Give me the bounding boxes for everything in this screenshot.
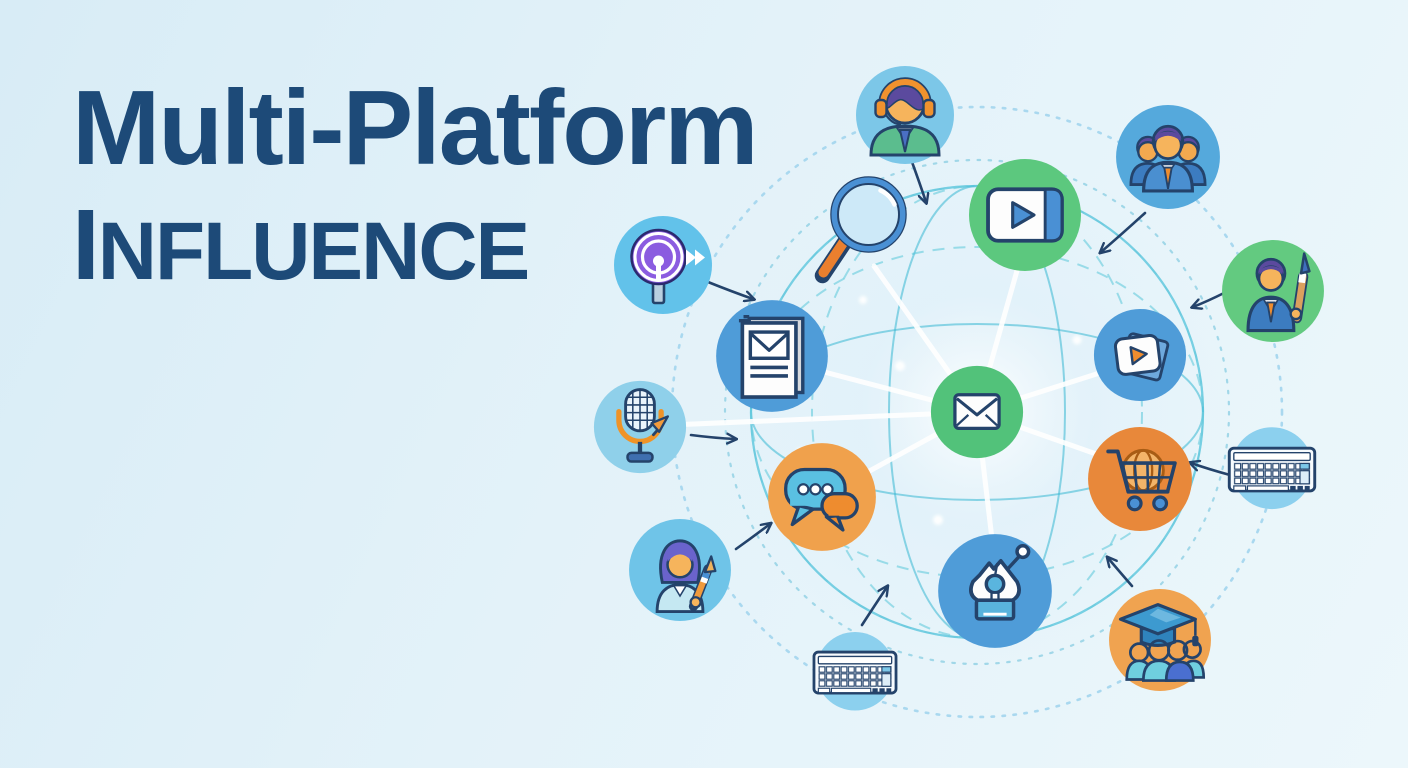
node-video-stack — [1093, 308, 1187, 402]
podcast-icon — [614, 216, 712, 314]
title-line-2: Influence — [72, 189, 530, 301]
node-podcast — [613, 215, 713, 315]
node-audience-group — [1115, 104, 1221, 210]
audience-group-icon — [1116, 105, 1220, 209]
node-magnifier — [805, 170, 920, 295]
arrow-mic-right — [689, 435, 735, 439]
arrow-keyboard-up — [860, 587, 887, 627]
headset-person-icon — [856, 66, 954, 164]
node-pen-tool — [937, 533, 1053, 649]
newsletter-email-icon — [716, 300, 828, 412]
microphone-icon — [593, 380, 687, 474]
node-artist — [1221, 239, 1325, 343]
node-headset-listener — [855, 65, 955, 165]
video-player-icon — [969, 159, 1081, 271]
keyboard-icon — [812, 631, 898, 711]
arrow-artist-left — [1193, 291, 1226, 307]
fast-forward-icon — [686, 249, 705, 266]
arrow-headset-down — [910, 160, 926, 202]
magnifying-glass-icon — [814, 176, 907, 284]
node-keyboard-right — [1222, 420, 1322, 520]
node-chat — [767, 442, 877, 552]
email-envelope-icon — [930, 365, 1024, 459]
arrow-keyboard-left — [1191, 463, 1232, 477]
node-ecommerce-cart — [1087, 426, 1193, 532]
node-writer — [628, 518, 732, 622]
node-newsletter — [715, 299, 829, 413]
node-keyboard-bottom — [807, 625, 903, 721]
arrow-writer-up — [734, 524, 770, 551]
graduation-cap-students-icon — [1109, 589, 1211, 691]
video-reels-icon — [1093, 308, 1187, 402]
node-email-hub — [929, 364, 1025, 460]
arrow-audience-down — [1101, 211, 1147, 252]
arrow-podcast-right — [706, 280, 753, 299]
flow-arrows — [689, 160, 1232, 627]
keyboard-icon — [1227, 427, 1317, 510]
cart-globe-icon — [1088, 427, 1192, 531]
node-video-player — [969, 159, 1081, 271]
network-globe-wireframe — [749, 184, 1205, 640]
page-title: Multi-Platform Influence — [72, 69, 758, 301]
chat-bubbles-icon — [768, 443, 876, 551]
node-microphone — [592, 379, 688, 475]
pen-tool-icon — [938, 534, 1052, 648]
title-line-1: Multi-Platform — [72, 69, 758, 187]
node-education — [1108, 588, 1212, 692]
cursor-arrow-icon — [650, 415, 669, 437]
artist-paintbrush-icon — [1222, 240, 1324, 342]
arrow-education-up — [1108, 558, 1134, 588]
writer-pen-icon — [629, 519, 731, 621]
